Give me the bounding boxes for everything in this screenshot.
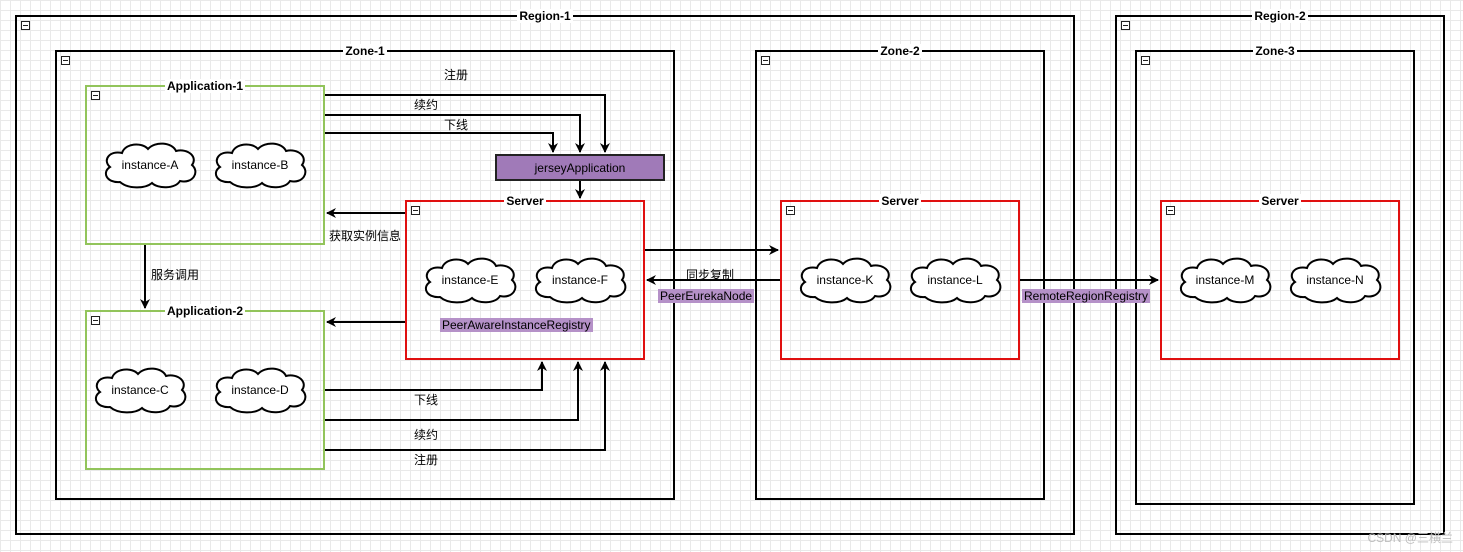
instance-cloud: instance-D <box>210 365 310 415</box>
cancel-arrow <box>325 132 558 153</box>
server-zone-1-title: Server <box>504 194 546 208</box>
instance-cloud: instance-M <box>1175 255 1275 305</box>
register-arrow <box>325 361 610 451</box>
instance-cloud: instance-L <box>905 255 1005 305</box>
collapse-icon[interactable] <box>61 56 70 65</box>
collapse-icon[interactable] <box>411 206 420 215</box>
region-1-title: Region-1 <box>517 9 573 23</box>
cancel-arrow <box>325 361 547 391</box>
instance-label: instance-M <box>1195 273 1255 287</box>
collapse-icon[interactable] <box>1121 21 1130 30</box>
watermark: CSDN @三横兰 <box>1367 531 1453 545</box>
server-zone-2-title: Server <box>879 194 921 208</box>
zone-1-title: Zone-1 <box>343 44 387 58</box>
instance-cloud: instance-K <box>795 255 895 305</box>
instance-cloud: instance-A <box>100 140 200 190</box>
application-2-title: Application-2 <box>164 304 245 318</box>
instance-label: instance-E <box>441 273 499 287</box>
instance-label: instance-K <box>816 273 874 287</box>
register-label: 注册 <box>414 453 439 467</box>
zone-2-title: Zone-2 <box>878 44 922 58</box>
instance-cloud: instance-N <box>1285 255 1385 305</box>
instance-label: instance-F <box>551 273 609 287</box>
service-call-label: 服务调用 <box>151 268 200 282</box>
renew-arrow <box>325 361 583 421</box>
instance-cloud: instance-F <box>530 255 630 305</box>
collapse-icon[interactable] <box>21 21 30 30</box>
register-label: 注册 <box>444 68 469 82</box>
instance-label: instance-C <box>111 383 169 397</box>
collapse-icon[interactable] <box>91 91 100 100</box>
sync-label: 同步复制 <box>686 268 735 282</box>
zone-1-box: Zone-1 <box>55 44 675 500</box>
peer-eureka-node-tag: PeerEurekaNode <box>658 289 755 303</box>
application-1-box: Application-1 <box>85 79 325 245</box>
region-2-box: Region-2 <box>1115 9 1445 535</box>
region-2-title: Region-2 <box>1252 9 1308 23</box>
renew-label: 续约 <box>414 428 439 442</box>
instance-cloud: instance-B <box>210 140 310 190</box>
server-region-2-title: Server <box>1259 194 1301 208</box>
cancel-label: 下线 <box>444 118 469 132</box>
instance-cloud: instance-C <box>90 365 190 415</box>
zone-3-title: Zone-3 <box>1253 44 1297 58</box>
collapse-icon[interactable] <box>1141 56 1150 65</box>
region-1-box: Region-1 <box>15 9 1075 535</box>
zone-3-box: Zone-3 <box>1135 44 1415 505</box>
remote-region-registry-tag: RemoteRegionRegistry <box>1022 289 1151 303</box>
instance-cloud: instance-E <box>420 255 520 305</box>
instance-label: instance-L <box>927 273 983 287</box>
register-arrow <box>325 94 610 153</box>
application-1-title: Application-1 <box>164 79 245 93</box>
collapse-icon[interactable] <box>1166 206 1175 215</box>
collapse-icon[interactable] <box>761 56 770 65</box>
instance-label: instance-D <box>231 383 289 397</box>
instance-label: instance-B <box>231 158 289 172</box>
jersey-application-box: jerseyApplication <box>495 154 665 181</box>
renew-arrow <box>325 114 585 153</box>
collapse-icon[interactable] <box>91 316 100 325</box>
server-region-2-box: Server <box>1160 194 1400 360</box>
collapse-icon[interactable] <box>786 206 795 215</box>
server-zone-2-box: Server <box>780 194 1020 360</box>
renew-label: 续约 <box>414 98 439 112</box>
application-2-box: Application-2 <box>85 304 325 470</box>
peer-aware-registry-tag: PeerAwareInstanceRegistry <box>440 318 593 332</box>
server-zone-1-box: Server <box>405 194 645 360</box>
zone-2-box: Zone-2 <box>755 44 1045 500</box>
cancel-label: 下线 <box>414 393 439 407</box>
fetch-info-label: 获取实例信息 <box>329 229 402 243</box>
instance-label: instance-N <box>1306 273 1364 287</box>
instance-label: instance-A <box>121 158 179 172</box>
